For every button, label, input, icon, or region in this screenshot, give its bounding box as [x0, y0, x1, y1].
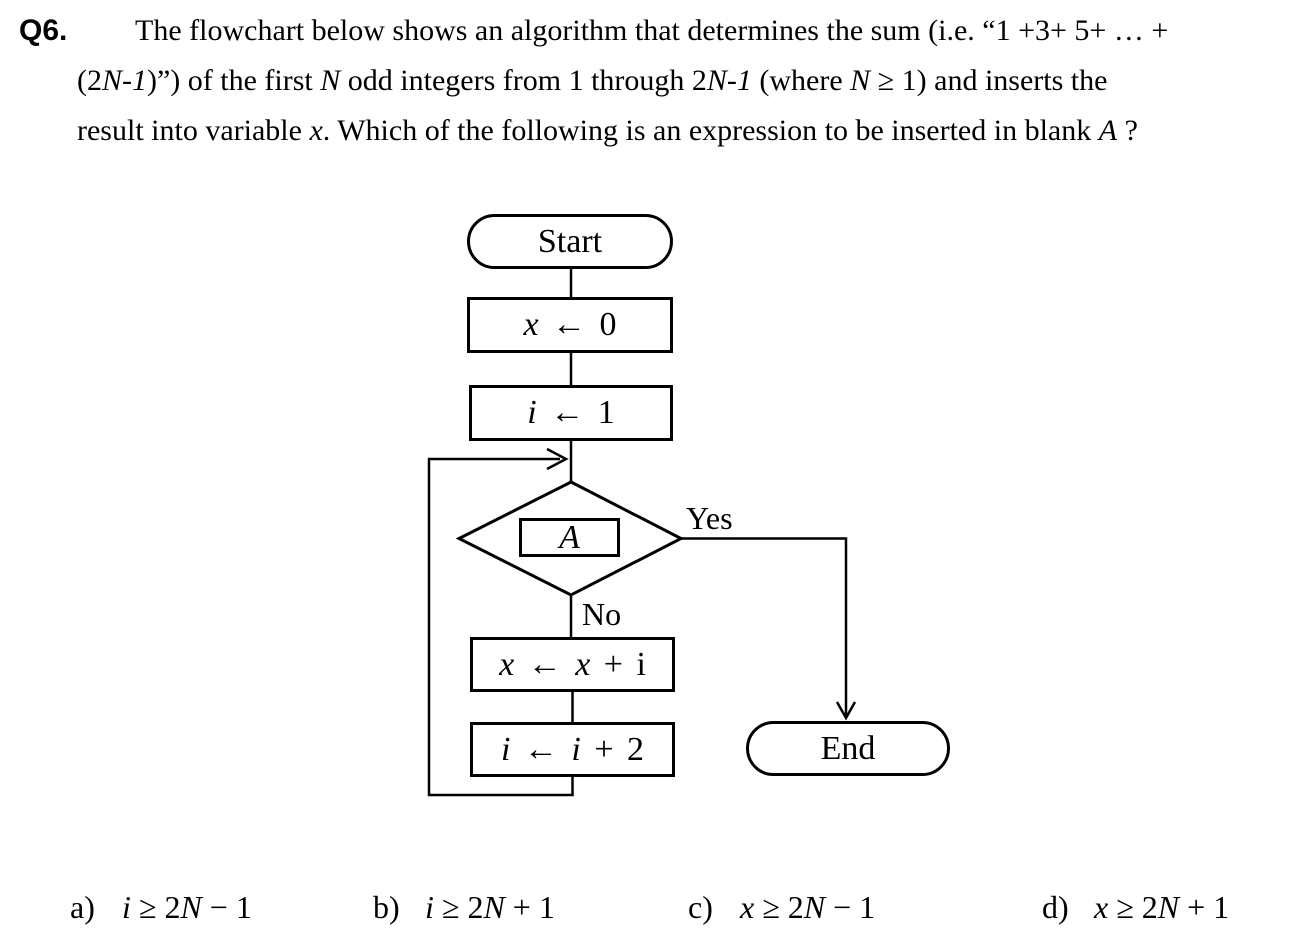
arrowhead-loop-right-icon	[546, 447, 569, 471]
edge-loop-back	[427, 457, 574, 797]
question-line-3: result into variable x. Which of the fol…	[77, 114, 1138, 147]
start-label: Start	[537, 222, 603, 260]
answer-b-label: b)	[373, 889, 400, 925]
end-terminator: End	[746, 721, 950, 776]
answer-option-a: a) i ≥ 2N − 1	[70, 887, 252, 927]
assign-i-one-box: i ← 1	[469, 385, 673, 441]
answer-c-label: c)	[688, 889, 713, 925]
answer-option-b: b) i ≥ 2N + 1	[373, 887, 555, 927]
assign-x-plus-i-box: x ← x + i	[470, 637, 675, 692]
arrowhead-end-down-icon	[835, 701, 857, 721]
assign-i-plus-two-box: i ← i + 2	[470, 722, 675, 777]
answer-option-c: c) x ≥ 2N − 1	[688, 887, 875, 927]
assign-x-zero-box: x ← 0	[467, 297, 673, 353]
question-line-2: (2N-1)”) of the first N odd integers fro…	[77, 64, 1108, 97]
start-terminator: Start	[467, 214, 673, 269]
end-label: End	[820, 729, 876, 767]
edge-yes-branch	[680, 537, 848, 716]
answer-a-expression: i ≥ 2N − 1	[122, 889, 252, 925]
blank-a-label: A	[559, 518, 580, 556]
yes-label: Yes	[686, 500, 733, 536]
assign-x-zero-label: x ← 0	[523, 306, 617, 343]
answer-d-label: d)	[1042, 889, 1069, 925]
question-line-1: The flowchart below shows an algorithm t…	[135, 14, 1169, 47]
answer-b-expression: i ≥ 2N + 1	[425, 889, 555, 925]
question-number: Q6.	[19, 14, 68, 47]
assign-i-one-label: i ← 1	[527, 394, 615, 431]
answer-c-expression: x ≥ 2N − 1	[740, 889, 876, 925]
no-label: No	[582, 596, 622, 632]
assign-x-plus-i-label: x ← x + i	[499, 645, 646, 683]
blank-a-box: A	[519, 518, 620, 557]
assign-i-plus-two-label: i ← i + 2	[500, 730, 645, 768]
answer-d-expression: x ≥ 2N + 1	[1094, 889, 1230, 925]
question-text: The flowchart below shows an algorithm t…	[77, 6, 1168, 156]
answer-a-label: a)	[70, 889, 95, 925]
answer-option-d: d) x ≥ 2N + 1	[1042, 887, 1229, 927]
